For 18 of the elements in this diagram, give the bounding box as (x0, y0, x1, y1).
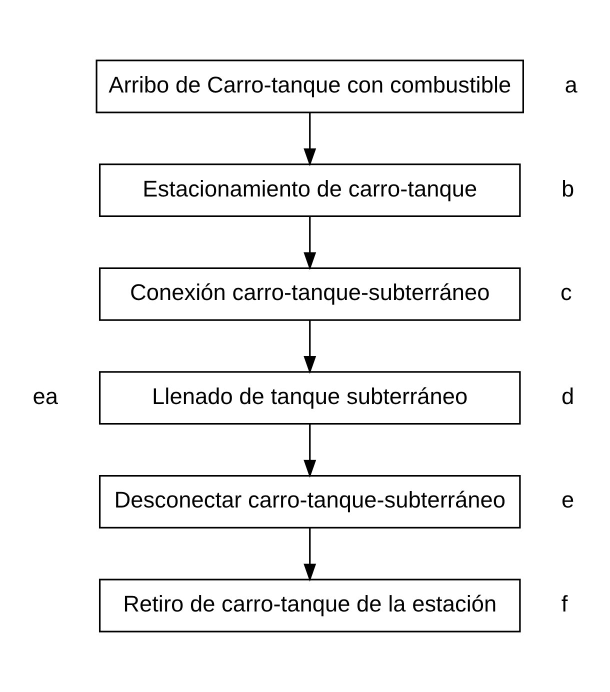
arrow (304, 424, 316, 478)
node-label: b (561, 175, 574, 202)
arrow (304, 320, 316, 374)
node-label: c (560, 279, 572, 306)
arrow (304, 112, 316, 166)
node-box: Conexión carro-tanque-subterráneo (98, 267, 521, 321)
node-box: Llenado de tanque subterráneo (98, 371, 521, 425)
node-label: a (564, 71, 578, 98)
node-label: d (561, 382, 574, 409)
arrow (304, 528, 316, 582)
arrow (304, 216, 316, 270)
node-label: e (561, 486, 574, 513)
node-box: Estacionamiento de carro-tanque (98, 164, 521, 218)
node-label: f (561, 590, 568, 617)
node-box: Arribo de Carro-tanque con combustible (96, 60, 524, 114)
node-label: ea (32, 382, 58, 409)
node-box: Retiro de carro-tanque de la estación (98, 578, 521, 632)
node-box: Desconectar carro-tanque-subterráneo (98, 474, 521, 528)
